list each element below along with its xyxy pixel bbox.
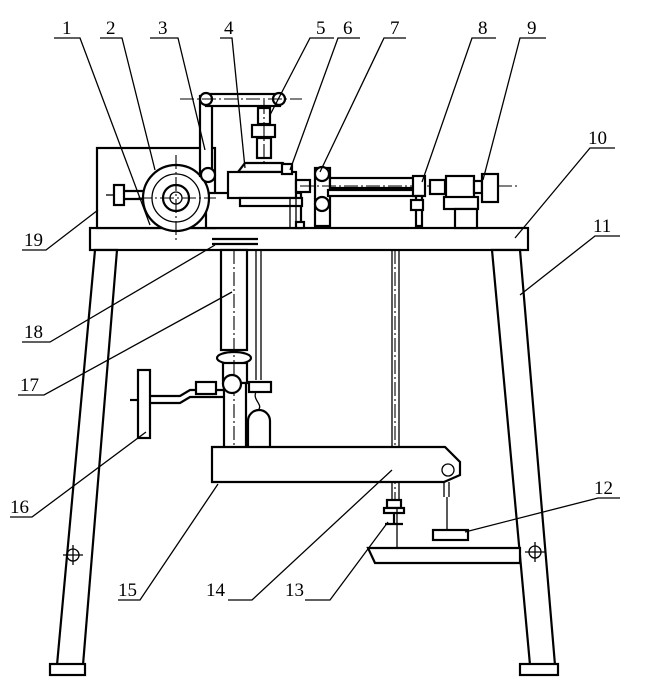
part-label-2: 2 [106,18,116,39]
dial-gauge [428,172,500,230]
part-label-11: 11 [593,216,611,237]
part-label-8: 8 [478,18,488,39]
load-piston [250,100,277,180]
part-label-10: 10 [588,128,607,149]
part-label-18: 18 [24,322,43,343]
dial-clamp [409,174,427,228]
part-label-5: 5 [316,18,326,39]
shear-box [226,161,306,230]
part-label-12: 12 [594,478,613,499]
table-top [88,226,530,252]
part-label-19: 19 [24,230,43,251]
part-label-15: 15 [118,580,137,601]
part-label-17: 17 [20,375,39,396]
part-label-13: 13 [285,580,304,601]
part-label-3: 3 [158,18,168,39]
part-label-4: 4 [224,18,234,39]
part-label-7: 7 [390,18,400,39]
hand-wheel [138,155,216,242]
table-plate-lines [212,237,258,246]
part-label-1: 1 [62,18,72,39]
left-leg-bolt [63,545,83,565]
part-label-6: 6 [343,18,353,39]
part-label-16: 16 [10,497,29,518]
crank-handle [130,368,243,440]
center-rod [382,250,406,549]
weight-tray [366,497,522,565]
right-leg [490,248,560,677]
right-leg-bolt [525,542,545,562]
leader-lines [10,37,620,601]
lower-beam [210,445,462,497]
part-label-9: 9 [527,18,537,39]
part-label-14: 14 [206,580,226,601]
part-labels: 1 2 3 4 5 6 7 8 9 10 11 12 13 14 15 16 1… [10,18,613,601]
left-leg [48,248,119,677]
